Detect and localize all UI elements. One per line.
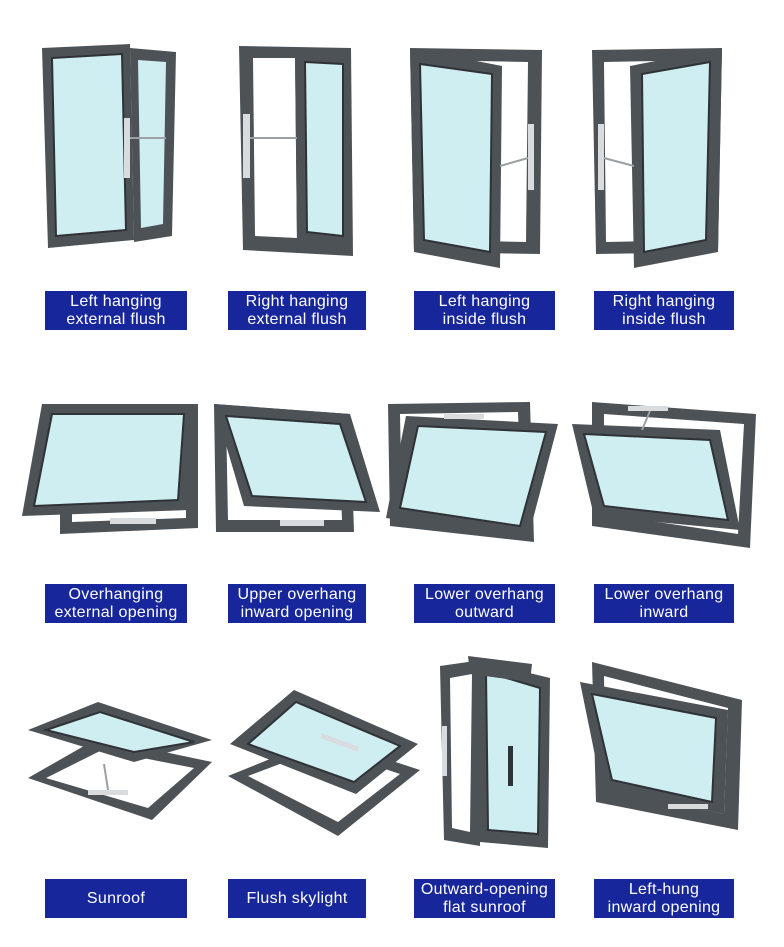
window-type-label: Left hanging external flush — [45, 291, 187, 330]
window-left-hung-inward-opening-icon — [578, 660, 748, 830]
window-type-label: Left-hung inward opening — [594, 879, 734, 918]
window-type-label: Flush skylight — [228, 879, 366, 918]
window-right-hanging-inside-flush-icon — [590, 46, 726, 268]
window-left-hanging-external-flush-icon — [38, 40, 188, 255]
window-sunroof-icon — [24, 700, 218, 824]
window-type-label: Lower overhang outward — [414, 584, 555, 623]
window-type-label: Upper overhang inward opening — [228, 584, 366, 623]
window-outward-opening-flat-sunroof-icon — [436, 656, 556, 850]
window-lower-overhang-outward-icon — [384, 400, 560, 542]
window-type-label: Right hanging external flush — [228, 291, 366, 330]
window-overhanging-external-opening-icon — [20, 400, 204, 540]
window-upper-overhang-inward-opening-icon — [210, 402, 382, 538]
window-type-label: Lower overhang inward — [594, 584, 734, 623]
window-type-label: Left hanging inside flush — [414, 291, 555, 330]
window-right-hanging-external-flush-icon — [235, 40, 365, 260]
window-type-label: Sunroof — [45, 879, 187, 918]
window-type-label: Overhanging external opening — [45, 584, 187, 623]
window-flush-skylight-icon — [226, 686, 422, 838]
window-lower-overhang-inward-icon — [570, 400, 758, 548]
window-left-hanging-inside-flush-icon — [408, 46, 548, 268]
window-type-label: Outward-opening flat sunroof — [414, 879, 555, 918]
window-type-label: Right hanging inside flush — [594, 291, 734, 330]
